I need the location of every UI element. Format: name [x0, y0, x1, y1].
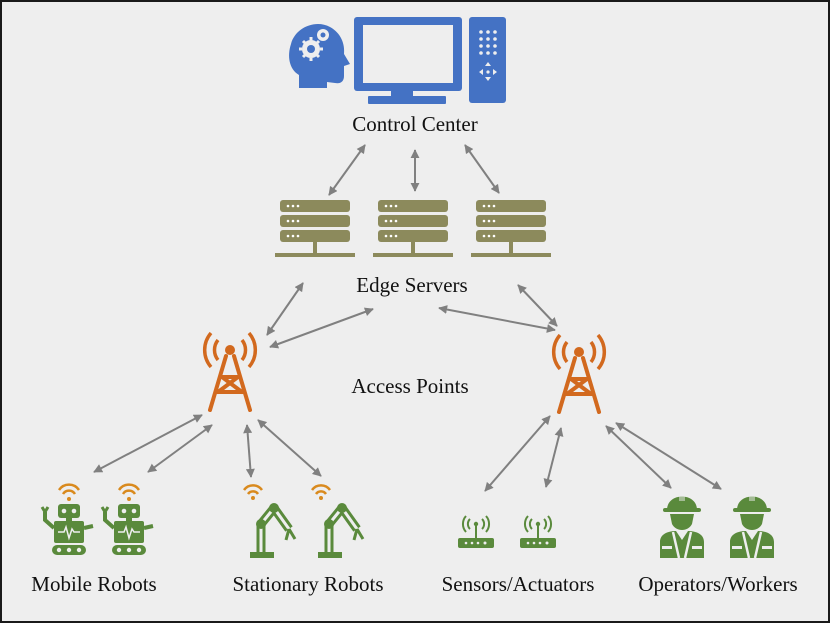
connection-arrow	[269, 307, 374, 349]
mobile-robot-icon	[100, 482, 155, 557]
connection-arrow	[517, 284, 558, 327]
wireless-sensor-icon	[457, 515, 495, 549]
connection-arrow	[605, 425, 672, 489]
wireless-sensor-icon	[519, 515, 557, 549]
server-rack-icon	[373, 200, 453, 257]
computer-icon	[354, 17, 506, 104]
connection-arrow	[266, 282, 304, 336]
connection-arrows	[93, 144, 722, 492]
robotic-arm-icon	[312, 485, 363, 558]
sensors-actuators-label: Sensors/Actuators	[441, 572, 595, 596]
worker-hardhat-icon	[728, 490, 776, 560]
connection-arrow	[464, 144, 500, 194]
server-rack-icon	[275, 200, 355, 257]
connection-arrow	[438, 305, 556, 333]
connection-arrow	[543, 427, 564, 488]
worker-hardhat-icon	[658, 490, 706, 560]
control-center-label: Control Center	[352, 112, 478, 136]
connection-arrow	[328, 144, 366, 196]
connection-arrow	[257, 419, 322, 477]
connection-arrow	[484, 415, 551, 492]
robotic-arm-icon	[244, 485, 295, 558]
edge-servers-label: Edge Servers	[356, 273, 468, 297]
access-point-tower-icon	[551, 333, 607, 414]
connection-arrow	[147, 424, 213, 473]
access-points-label: Access Points	[351, 374, 469, 398]
connection-arrow	[615, 422, 722, 490]
mobile-robot-icon	[40, 482, 95, 557]
ai-head-icon	[289, 24, 350, 88]
server-rack-icon	[471, 200, 551, 257]
connection-arrow	[243, 424, 255, 478]
stationary-robots-label: Stationary Robots	[232, 572, 384, 596]
access-point-tower-icon	[202, 331, 258, 412]
operators-workers-label: Operators/Workers	[638, 572, 798, 596]
mobile-robots-label: Mobile Robots	[31, 572, 157, 596]
